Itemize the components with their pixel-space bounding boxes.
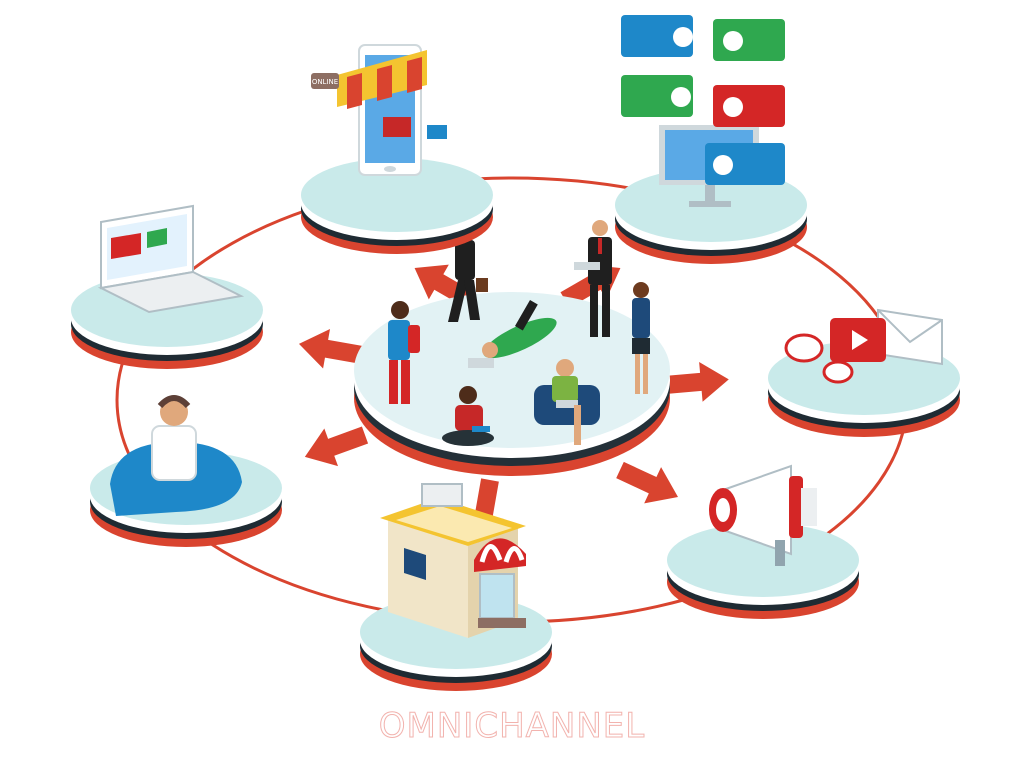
- person-woman: [632, 282, 650, 394]
- arrow-to-support: [298, 416, 372, 476]
- person-backpack: [388, 301, 420, 404]
- channel-reviews: [615, 15, 807, 264]
- channel-web: [71, 204, 263, 369]
- person-walking: [448, 224, 488, 322]
- call-center-agent-icon: [110, 395, 242, 516]
- megaphone-icon: [709, 464, 817, 566]
- channel-support: [90, 395, 282, 547]
- storefront-icon: [380, 483, 526, 638]
- channel-online-store: ONLINE: [301, 44, 493, 254]
- online-sign-label: ONLINE: [312, 78, 338, 86]
- person-with-laptop: [574, 220, 612, 337]
- arrow-to-media: [663, 359, 731, 405]
- person-sitting: [442, 386, 494, 446]
- channel-advertising: [667, 464, 859, 619]
- people-group-icon: [388, 220, 650, 446]
- laptop-icon: [97, 204, 245, 314]
- email-video-icon: [784, 308, 943, 384]
- channel-media: [768, 308, 960, 437]
- channel-physical-store: [360, 483, 552, 691]
- smartphone-shop-icon: ONLINE: [311, 44, 447, 176]
- person-lying: [468, 299, 557, 368]
- arrow-to-advertising: [611, 451, 687, 516]
- diagram-caption: OMNICHANNEL: [378, 706, 646, 747]
- person-armchair: [534, 359, 600, 445]
- chat-reviews-icon: [621, 15, 785, 207]
